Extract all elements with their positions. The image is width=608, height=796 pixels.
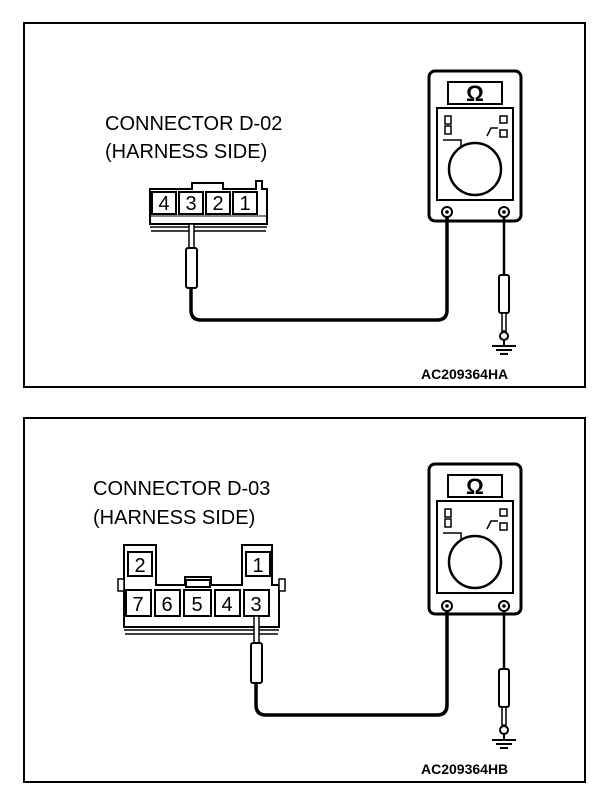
ohmmeter-icon: Ω xyxy=(427,69,523,223)
ohmmeter-icon: Ω xyxy=(427,462,523,616)
connector-subtitle: (HARNESS SIDE) xyxy=(93,507,256,529)
figure-code: AC209364HA xyxy=(421,366,509,382)
pin-label: 5 xyxy=(191,594,202,616)
connector-title: CONNECTOR D-03 xyxy=(93,478,271,500)
pin-label: 3 xyxy=(250,594,261,616)
pin-label: 1 xyxy=(239,193,250,215)
connector-icon: 4 3 2 1 xyxy=(149,180,268,232)
pin-label: 4 xyxy=(158,193,169,215)
pin-label: 7 xyxy=(132,594,143,616)
test-wiring-diagram: 4 3 2 1 Ω xyxy=(149,69,523,355)
diagram-panel-d02: CONNECTOR D-02 (HARNESS SIDE) 4 3 2 1 xyxy=(23,22,586,388)
pin-label: 6 xyxy=(161,594,172,616)
ground-icon xyxy=(492,331,516,355)
pin-label: 1 xyxy=(252,555,263,577)
ohm-symbol: Ω xyxy=(466,81,484,106)
connector-title: CONNECTOR D-02 xyxy=(105,113,283,135)
connector-subtitle: (HARNESS SIDE) xyxy=(105,141,268,163)
probe-icon xyxy=(498,274,510,332)
figure-code: AC209364HB xyxy=(421,761,509,777)
test-lead-wire xyxy=(254,611,449,717)
ground-icon xyxy=(492,725,516,749)
connector-icon: 2 1 7 6 5 4 3 xyxy=(117,544,286,635)
probe-icon xyxy=(185,223,198,289)
pin-label: 3 xyxy=(185,193,196,215)
probe-icon xyxy=(498,668,510,726)
pin-label: 2 xyxy=(212,193,223,215)
ohm-symbol: Ω xyxy=(466,474,484,499)
test-lead-wire xyxy=(189,217,449,322)
diagram-panel-d03: CONNECTOR D-03 (HARNESS SIDE) 2 1 xyxy=(23,417,586,783)
pin-label: 4 xyxy=(221,594,232,616)
test-wiring-diagram: 2 1 7 6 5 4 3 Ω xyxy=(117,462,523,749)
pin-label: 2 xyxy=(134,555,145,577)
